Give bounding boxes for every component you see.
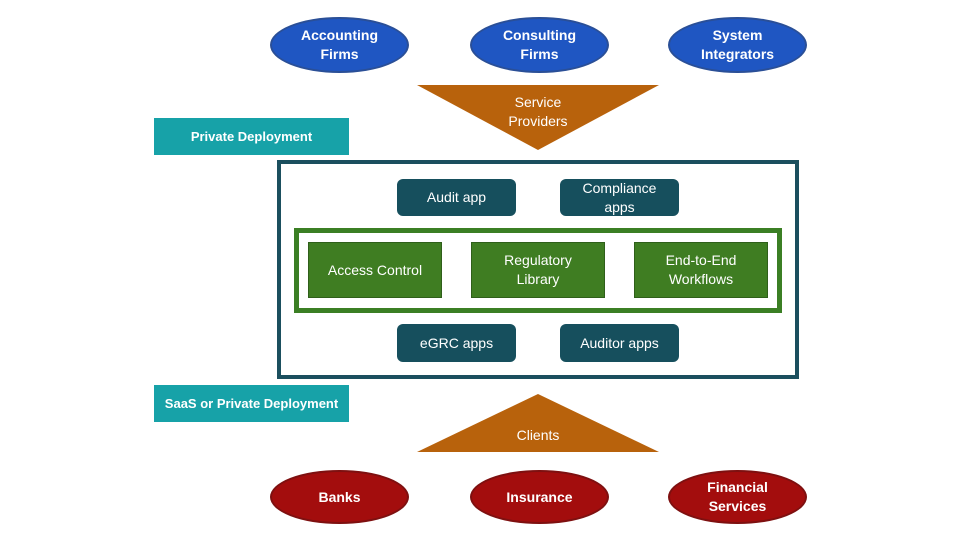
auditor-apps-box: Auditor apps [560, 324, 679, 362]
audit-app-box: Audit app [397, 179, 516, 216]
system-integrators-node: System Integrators [668, 17, 807, 73]
clients-label: Clients [516, 426, 560, 443]
saas-deployment-label: SaaS or Private Deployment [154, 385, 349, 422]
service-providers-triangle [417, 85, 659, 150]
banks-node: Banks [270, 470, 409, 524]
access-control-box: Access Control [308, 242, 442, 298]
egrc-apps-box: eGRC apps [397, 324, 516, 362]
insurance-node: Insurance [470, 470, 609, 524]
regulatory-library-box: Regulatory Library [471, 242, 605, 298]
private-deployment-label: Private Deployment [154, 118, 349, 155]
compliance-apps-box: Compliance apps [560, 179, 679, 216]
end-to-end-workflows-box: End-to-End Workflows [634, 242, 768, 298]
financial-services-node: Financial Services [668, 470, 807, 524]
consulting-firms-node: Consulting Firms [470, 17, 609, 73]
accounting-firms-node: Accounting Firms [270, 17, 409, 73]
clients-triangle [417, 394, 659, 452]
service-providers-label: Service Providers [508, 94, 568, 129]
